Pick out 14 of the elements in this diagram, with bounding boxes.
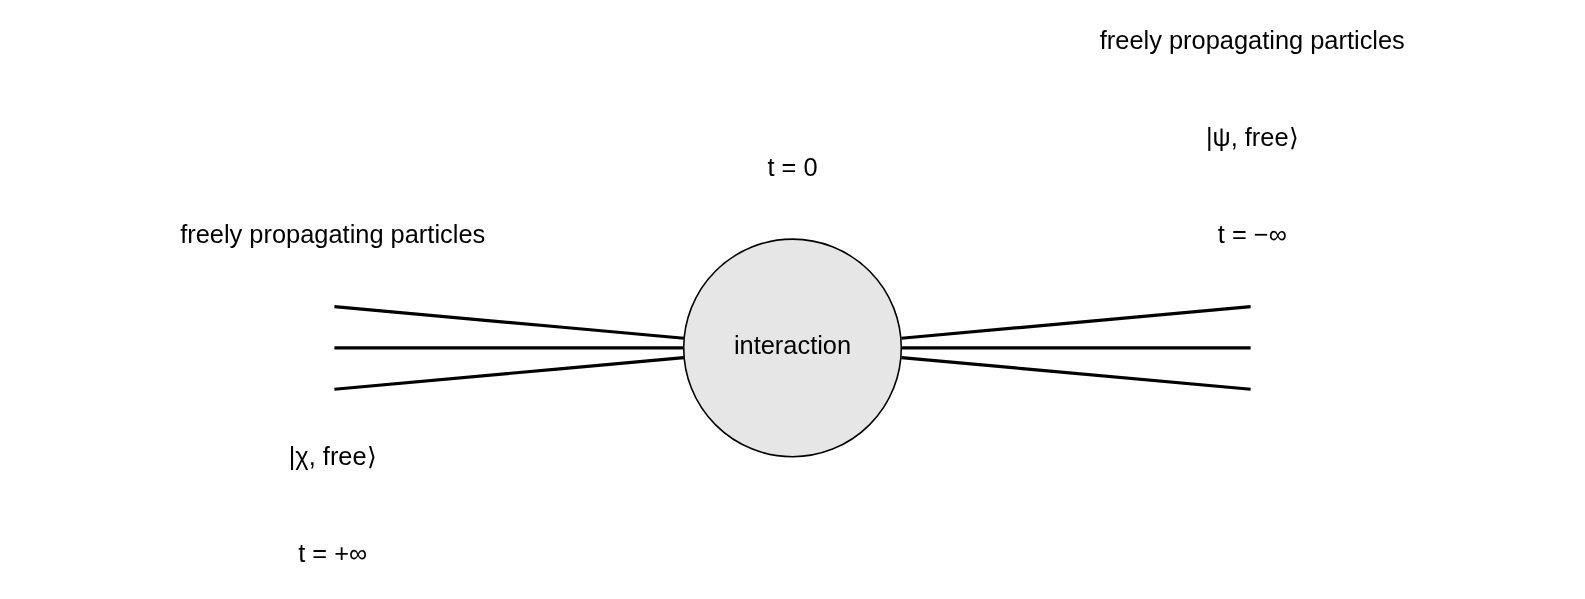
- connector: [901, 305, 1251, 340]
- connector: [334, 346, 684, 350]
- node-text: freely propagating particles: [180, 219, 486, 248]
- connector: [334, 305, 684, 340]
- label: |χ, free⟩: [288, 442, 377, 471]
- connector: [334, 356, 684, 391]
- connector: [901, 346, 1251, 350]
- node-circle: interaction: [682, 238, 903, 458]
- connector: [901, 356, 1251, 391]
- node-text: freely propagating particles: [1099, 26, 1405, 55]
- label: t = +∞: [298, 539, 368, 568]
- label: |ψ, free⟩: [1205, 122, 1299, 151]
- label: t = −∞: [1217, 219, 1287, 248]
- label: t = 0: [767, 153, 818, 182]
